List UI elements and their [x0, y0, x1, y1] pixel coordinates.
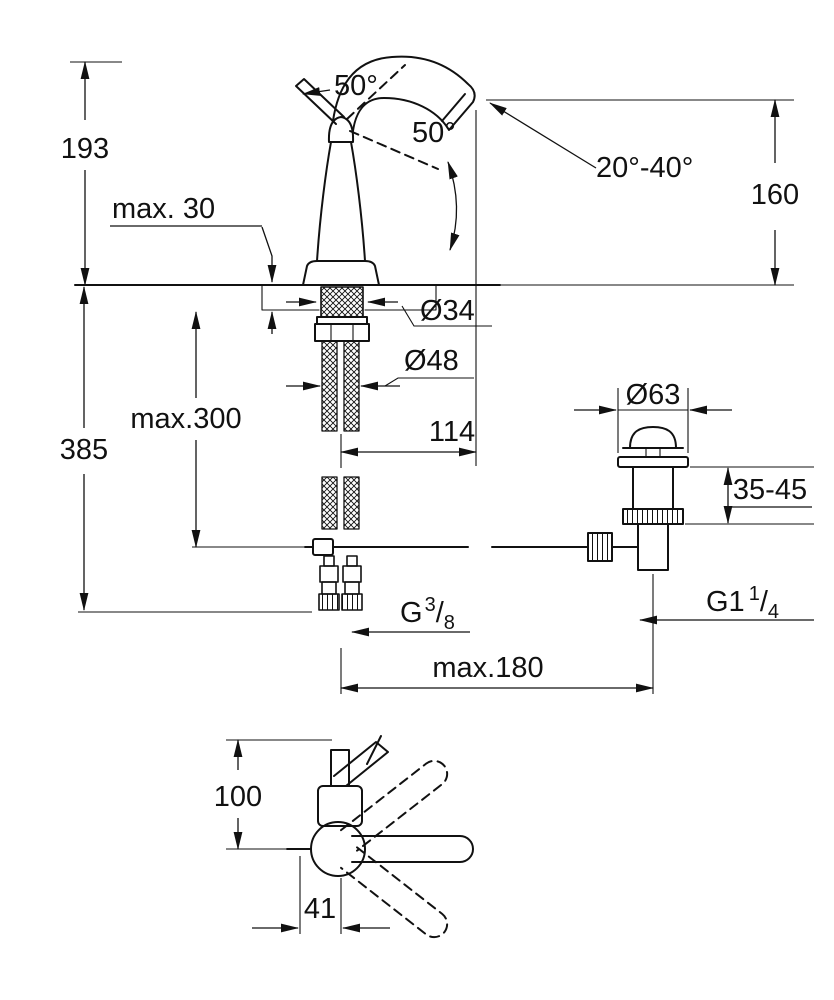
undercounter-parts	[314, 286, 370, 611]
counter-section	[74, 284, 501, 311]
supply-hose-right-upper	[343, 340, 360, 432]
waste-tailpiece	[637, 523, 669, 571]
angle-20-40-label: 20°-40°	[596, 152, 693, 184]
threaded-shank	[320, 286, 364, 318]
spout-aerator	[441, 93, 466, 122]
plan-base-circle	[310, 821, 366, 877]
counter-underside	[261, 284, 437, 311]
handle-lever-alt-down	[349, 130, 439, 170]
rod-adjuster	[587, 532, 613, 562]
nut-flats	[330, 323, 354, 342]
ext-35-45	[685, 466, 814, 525]
dim-max30-label: max. 30	[112, 193, 215, 225]
angle-50-right-label: 50°	[412, 117, 456, 149]
plan-handle-shaft	[330, 749, 350, 787]
hose-fitting-left	[318, 555, 340, 611]
waste-collar-nut	[622, 508, 684, 525]
handle-lever	[295, 78, 345, 125]
rod-ball-joint	[312, 538, 334, 556]
plan-view-labels: 100 41	[214, 781, 336, 925]
supply-hose-right-lower	[343, 476, 360, 530]
dim-100-label: 100	[214, 781, 262, 813]
waste-neck	[645, 447, 661, 458]
dim-d34-label: Ø34	[420, 295, 475, 327]
waste-push-cap	[629, 426, 677, 449]
faucet-side-view	[295, 55, 476, 286]
dim-35-45-label: 35-45	[733, 474, 807, 506]
faucet-body	[316, 141, 366, 262]
label-d34-underline	[401, 305, 492, 327]
dim-max30-down	[261, 226, 277, 283]
faucet-plan-view	[286, 735, 474, 944]
dim-193-label: 193	[61, 133, 109, 165]
dim-d63-label: Ø63	[626, 379, 681, 411]
waste-assembly	[587, 426, 689, 571]
dimension-lines	[70, 61, 814, 694]
dim-max180-label: max.180	[432, 652, 543, 684]
dim-385-label: 385	[60, 434, 108, 466]
dim-41-label: 41	[304, 893, 336, 925]
supply-hose-left-upper	[321, 340, 338, 432]
plan-lever	[333, 735, 389, 787]
faucet-spout	[330, 55, 476, 143]
hose-fitting-right	[341, 555, 363, 611]
dim-160-label: 160	[751, 179, 799, 211]
dim-max300-label: max.300	[130, 403, 241, 435]
dim-114-label: 114	[429, 416, 475, 448]
angle-50-left-label: 50°	[334, 70, 378, 102]
side-view-labels: 193 max. 30 50° 50° 20°-40° 160 Ø34 Ø48 …	[60, 70, 807, 684]
dim-d48-label: Ø48	[404, 345, 459, 377]
ext-41	[299, 856, 342, 934]
washer	[316, 316, 368, 325]
arc-spout-tilt	[447, 161, 460, 251]
faucet-base	[302, 260, 380, 286]
leader-50-left	[302, 87, 331, 96]
supply-hose-left-lower	[321, 476, 338, 530]
label-d48-underline	[384, 377, 474, 387]
waste-body	[632, 466, 674, 510]
mounting-nut	[314, 323, 370, 342]
plan-view-dimensions	[226, 739, 390, 934]
ext-d63	[617, 388, 689, 453]
handle-lever-alt-up	[346, 64, 406, 120]
waste-flange	[617, 456, 689, 468]
leader-20-40	[489, 102, 597, 169]
pop-up-rod	[304, 538, 589, 556]
